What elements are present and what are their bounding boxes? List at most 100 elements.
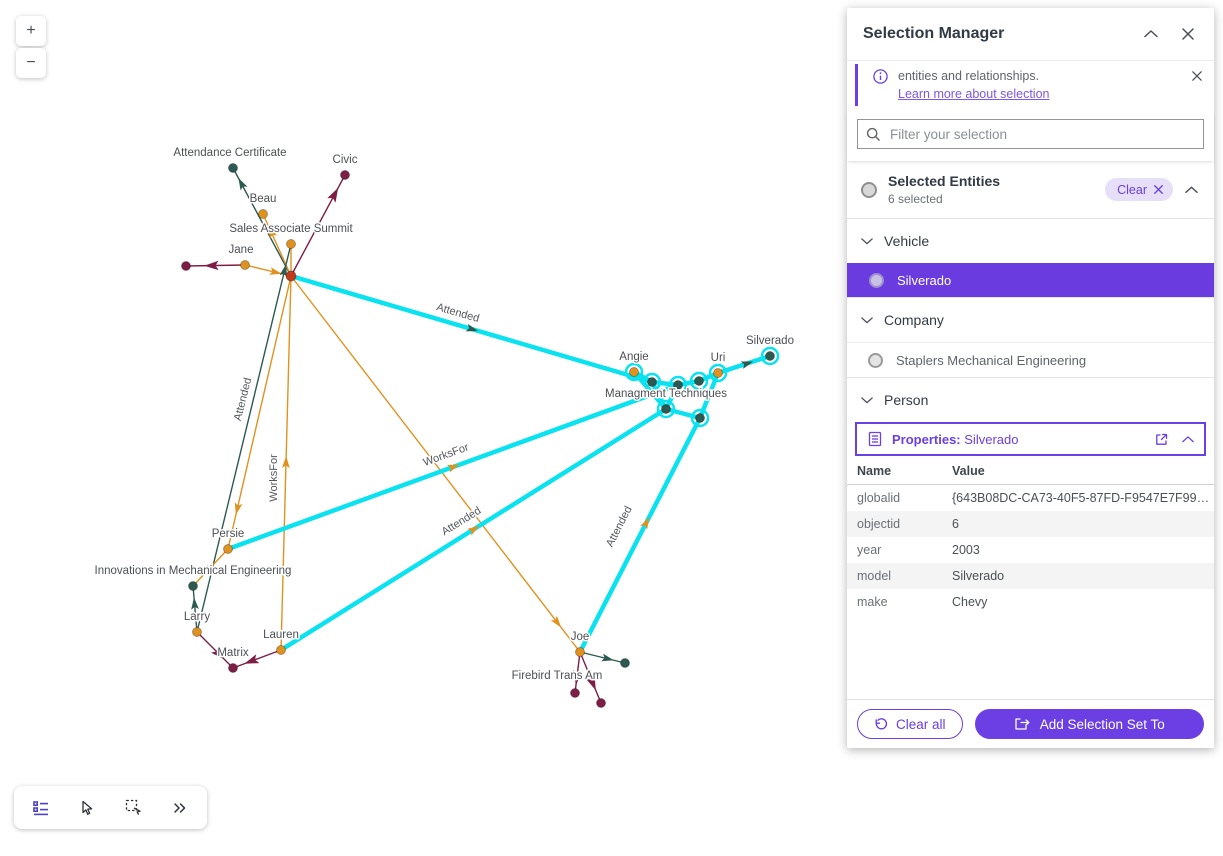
graph-node-angie[interactable]	[629, 367, 639, 377]
properties-table-header: Name Value	[847, 458, 1214, 485]
pointer-tool-button[interactable]	[70, 791, 104, 825]
graph-node-larry[interactable]	[192, 627, 202, 637]
selection-halo	[690, 408, 710, 428]
graph-node-firebird[interactable]	[570, 688, 580, 698]
add-selection-set-button[interactable]: Add Selection Set To	[974, 709, 1204, 739]
selected-entities-title: Selected Entities	[888, 173, 1001, 189]
group-header-company[interactable]: Company	[847, 297, 1214, 342]
group-header-vehicle[interactable]: Vehicle	[847, 218, 1214, 263]
graph-edge[interactable]	[196, 243, 292, 633]
node-label: Persie	[212, 528, 245, 540]
filter-selection-input[interactable]	[888, 125, 1195, 143]
graph-node-mt2[interactable]	[673, 380, 683, 390]
node-label: Beau	[250, 193, 277, 205]
graph-edge[interactable]	[574, 651, 581, 694]
chevron-up-icon	[1185, 186, 1198, 193]
graph-edge[interactable]	[192, 548, 229, 587]
selection-halo	[760, 346, 780, 366]
graph-node-civic[interactable]	[340, 170, 350, 180]
link-chart-canvas[interactable]: AttendedWorksForAttendedAttendedWorksFor…	[0, 0, 847, 856]
graph-node-lauren[interactable]	[276, 645, 286, 655]
graph-node-jane[interactable]	[240, 260, 250, 270]
graph-node-mt4[interactable]	[695, 413, 705, 423]
graph-node-firebird2[interactable]	[596, 698, 606, 708]
graph-edge[interactable]	[290, 275, 581, 653]
group-label: Vehicle	[884, 233, 930, 249]
graph-node-innovations[interactable]	[188, 581, 198, 591]
dismiss-info-button[interactable]	[1188, 67, 1206, 85]
learn-more-link[interactable]: Learn more about selection	[898, 87, 1050, 101]
property-name: make	[857, 595, 888, 609]
graph-edge[interactable]	[196, 631, 234, 669]
graph-node-jane-target[interactable]	[181, 261, 191, 271]
graph-edge[interactable]	[663, 406, 703, 421]
edge-arrow-icon	[279, 264, 288, 277]
property-value: 2003	[952, 543, 980, 557]
clear-pill-label: Clear	[1117, 182, 1147, 197]
graph-node-joe[interactable]	[575, 647, 585, 657]
zoom-controls: + −	[16, 16, 46, 78]
collapse-selected-entities-button[interactable]	[1181, 182, 1202, 198]
graph-node-uri[interactable]	[713, 368, 723, 378]
node-label: Jane	[229, 244, 254, 256]
close-icon	[1154, 185, 1163, 194]
graph-node-hub[interactable]	[285, 270, 297, 282]
selection-halo	[708, 363, 728, 383]
property-value: Silverado	[952, 569, 1005, 583]
graph-edge[interactable]	[232, 649, 282, 669]
search-icon	[866, 127, 880, 141]
property-row: globalid{643B08DC-CA73-40F5-87FD-F9547E7…	[847, 485, 1214, 511]
zoom-in-button[interactable]: +	[16, 16, 46, 46]
properties-title: Properties: Silverado	[892, 431, 1019, 447]
group-header-person[interactable]: Person	[847, 377, 1214, 422]
edge-arrow-icon	[740, 361, 754, 369]
close-panel-button[interactable]	[1178, 24, 1198, 44]
graph-node-matrix[interactable]	[228, 663, 238, 673]
graph-node-mt1[interactable]	[647, 377, 657, 387]
collapse-panel-button[interactable]	[1140, 26, 1162, 42]
property-value: Chevy	[952, 595, 988, 609]
select-tool-button[interactable]	[117, 791, 151, 825]
info-accent-bar	[855, 64, 858, 106]
entity-row-label: Staplers Mechanical Engineering	[896, 352, 1087, 368]
graph-node-persie[interactable]	[223, 544, 233, 554]
graph-node-attendance-certificate[interactable]	[228, 163, 238, 173]
entity-row-label: Silverado	[897, 272, 952, 288]
graph-edge[interactable]	[577, 415, 703, 655]
edge-arrow-icon	[191, 597, 199, 610]
graph-node-mt3[interactable]	[694, 376, 704, 386]
open-properties-button[interactable]	[1152, 430, 1171, 449]
graph-node-beau[interactable]	[258, 209, 268, 219]
graph-edge[interactable]	[579, 651, 602, 704]
graph-edge[interactable]	[192, 585, 198, 633]
entity-row-silverado[interactable]: Silverado	[847, 263, 1214, 297]
graph-node-silverado[interactable]	[765, 351, 775, 361]
info-text: entities and relationships.	[898, 69, 1040, 83]
edge-arrow-icon	[465, 323, 479, 332]
expand-toolbar-button[interactable]	[163, 791, 197, 825]
edge-arrow-icon	[269, 267, 282, 275]
clear-all-button[interactable]: Clear all	[857, 709, 963, 739]
zoom-out-button[interactable]: −	[16, 48, 46, 78]
graph-edge[interactable]	[579, 651, 626, 664]
node-label: Civic	[333, 154, 358, 166]
edge-arrow-icon	[327, 187, 339, 203]
selected-entities-header: Selected Entities 6 selected Clear	[847, 161, 1214, 218]
legend-button[interactable]	[24, 791, 58, 825]
select-rectangle-icon	[125, 799, 141, 815]
info-banner: entities and relationships. Learn more a…	[847, 60, 1214, 111]
graph-node-mgmt[interactable]	[661, 404, 671, 414]
selection-halo	[668, 375, 688, 395]
clear-selection-pill[interactable]: Clear	[1105, 178, 1173, 201]
edge-arrow-icon	[573, 670, 583, 685]
edge-label: Attended	[440, 505, 484, 539]
entity-row-staplers[interactable]: Staplers Mechanical Engineering	[847, 342, 1214, 377]
graph-edge[interactable]	[227, 275, 292, 550]
graph-node-joe-teal[interactable]	[620, 658, 630, 668]
property-row: make Chevy	[847, 589, 1214, 615]
collapse-properties-button[interactable]	[1180, 434, 1196, 445]
edge-arrow-icon	[268, 226, 278, 239]
graph-node-summit[interactable]	[286, 239, 296, 249]
